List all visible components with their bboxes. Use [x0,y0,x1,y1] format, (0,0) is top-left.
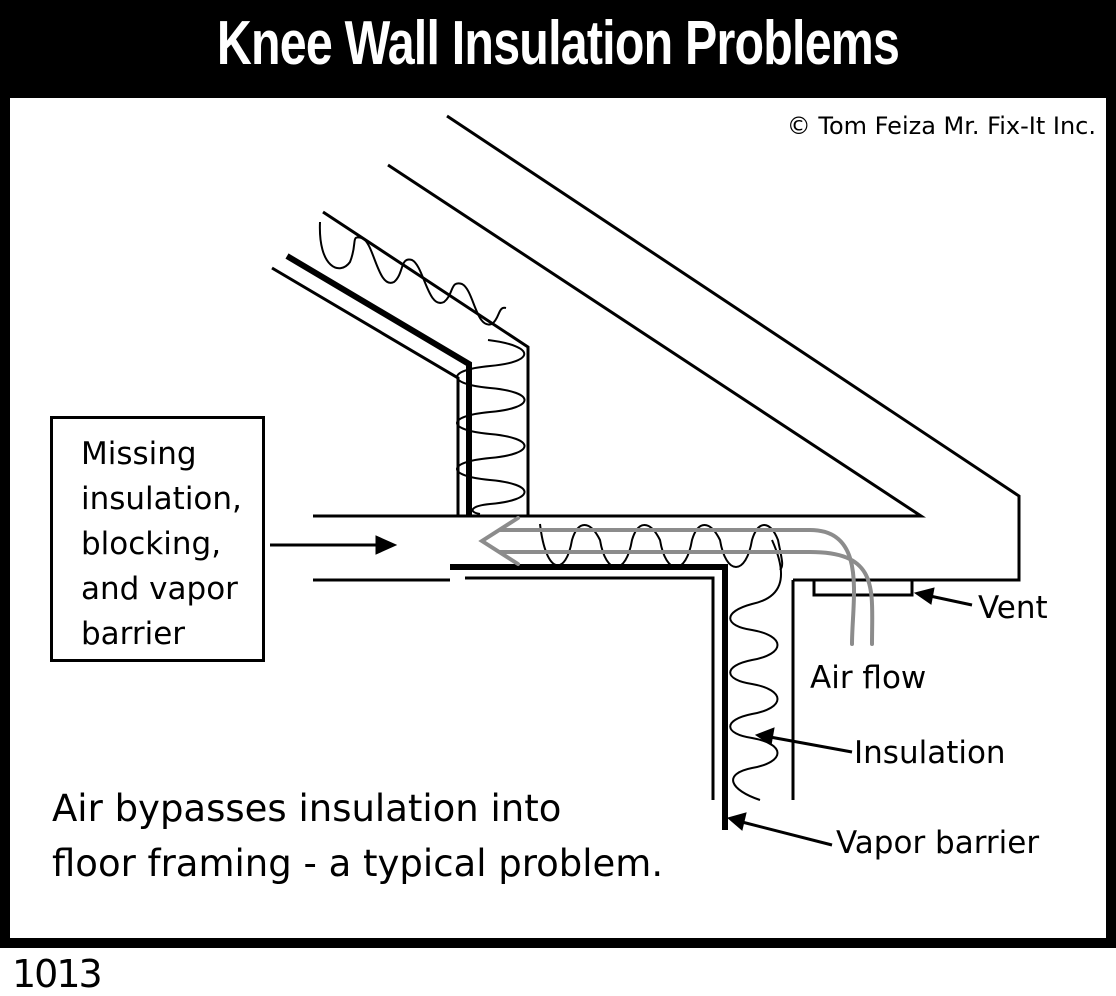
vent [812,578,914,597]
callout-line: barrier [81,616,186,652]
vent-label: Vent [978,590,1048,626]
caption-line-1: Air bypasses insulation into [52,787,562,830]
sloped-ceiling-wall [271,210,530,516]
callout-line: Missing [81,436,197,472]
figure-number: 1013 [12,952,103,996]
frame-border-left [0,98,10,948]
frame-border-bottom [0,938,1116,948]
air-flow-label: Air flow [810,660,927,696]
missing-insulation-callout: Missing insulation, blocking, and vapor … [50,416,265,662]
floor-insulation [539,523,784,571]
vapor-barrier-label: Vapor barrier [836,825,1040,861]
roof-rafter [313,114,1021,582]
diagram-title: Knee Wall Insulation Problems [216,9,900,78]
pointer-arrows [270,535,973,847]
callout-line: blocking, [81,526,222,562]
title-bar: Knee Wall Insulation Problems [0,0,1116,98]
callout-line: and vapor [81,571,238,607]
upper-wall-insulation [318,221,526,515]
insulation-label: Insulation [854,735,1006,771]
copyright-notice: © Tom Feiza Mr. Fix-It Inc. [786,112,1096,140]
frame-border-right [1106,98,1116,948]
lower-wall-insulation [729,539,782,801]
air-flow-arrow [478,516,875,646]
caption-line-2: floor framing - a typical problem. [52,842,664,885]
callout-line: insulation, [81,481,242,517]
floor-framing [313,564,795,830]
